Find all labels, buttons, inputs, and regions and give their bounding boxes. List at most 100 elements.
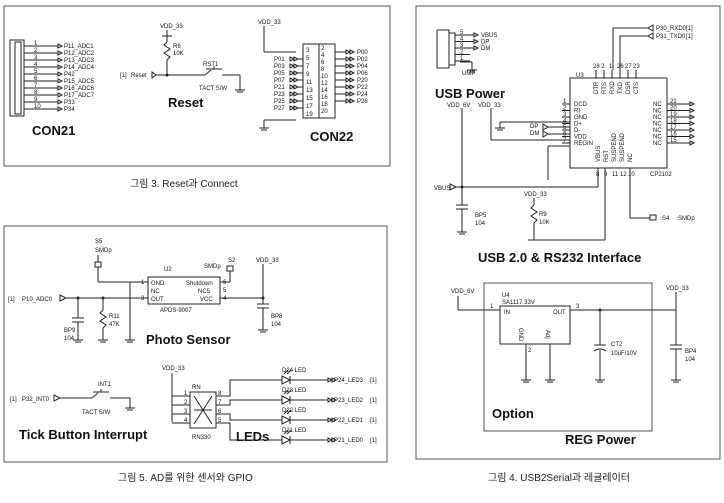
usb-pin-number: 5	[460, 30, 464, 36]
con22-left-pin-number: 11	[306, 80, 313, 86]
reg-pin-3: 3	[576, 304, 580, 310]
usb-pin-number: 1	[460, 56, 464, 62]
con22-right-pin-number: 16	[321, 95, 328, 101]
option-title: Option	[492, 406, 534, 421]
con22-left-pin-number: 19	[306, 112, 313, 118]
bp4-val: 104	[685, 357, 696, 363]
caption-fig3: 그림 3. Reset과 Connect	[130, 178, 238, 190]
bp5-val: 104	[475, 221, 486, 227]
con22-right-net: P06	[357, 71, 368, 77]
cp2102-right-pin: NC	[653, 122, 662, 128]
con22-right-net: P04	[357, 64, 368, 70]
con21-body	[9, 39, 25, 117]
con22-left-net: P25	[274, 99, 285, 105]
caption-fig5: 그림 5. AD를 위한 센서와 GPIO	[118, 471, 253, 484]
p32-index: [1]	[10, 397, 17, 403]
con21-pin-net: P15_ADC5	[64, 79, 95, 85]
reg-pin-adj: Adj	[544, 330, 550, 339]
con22-right-net: P00	[357, 50, 368, 56]
regulator-chip	[499, 305, 571, 345]
con21-pin-net: P14_ADC4	[64, 65, 95, 71]
rn-right-pin-number: 5	[218, 418, 222, 424]
p31-net: P31_TXD0	[656, 34, 686, 40]
con22-right-pin-number: 12	[321, 81, 328, 87]
con22-left-net: P21	[274, 85, 285, 91]
vbus-label: VBUS	[434, 186, 450, 192]
caption-fig4: 그림 4. USB2Serial과 레귤레이터	[488, 472, 630, 484]
rst-vdd-label: VDD_33	[524, 192, 547, 198]
cp2102-left-pin-number: 3	[563, 112, 567, 118]
cp2102-top-pin-number: 23	[633, 64, 640, 70]
cp2102-left-pin: VDD	[574, 135, 587, 141]
u2-pin-out: OUT	[151, 297, 164, 303]
r9-val: 10K	[539, 220, 550, 226]
con21-pin-net: P34	[64, 107, 75, 113]
u2-pin-num-1: 1	[141, 280, 145, 286]
cp2102-bottom-pin-number: 9	[604, 172, 608, 178]
usb-pin-number: 2	[460, 50, 464, 56]
ct2-ref: CT2	[611, 342, 623, 348]
led-net: P23_LED2	[334, 398, 364, 404]
rn-left-pin-number: 3	[184, 409, 188, 415]
con22-right-pin-number: 8	[321, 67, 325, 73]
con22-left-pin-number: 5	[306, 56, 310, 62]
s5-label: S5	[95, 239, 103, 245]
con21-pin-net: P42	[64, 72, 75, 78]
u2-ref: U2	[164, 267, 172, 273]
cp2102-left-pin: RI	[574, 109, 580, 115]
con21-title: CON21	[32, 123, 75, 138]
reg-name: SA1117 33V	[502, 300, 535, 306]
con22-right-pin-number: 4	[321, 53, 325, 59]
bp4-ref: BP4	[685, 349, 697, 355]
cp2102-right-pin-number: 15	[670, 138, 677, 144]
con22-left-pin-number: 7	[306, 64, 310, 70]
leds-vdd-label: VDD_33	[162, 366, 185, 372]
con21-pin-number: 2	[34, 48, 38, 54]
con21-pin-net: P12_ADC2	[64, 51, 95, 57]
cp2102-right-pin: NC	[653, 102, 662, 108]
con21-pin-net: P33	[64, 100, 75, 106]
cp2102-top-pin: RTS	[602, 82, 608, 94]
reg-power-frame	[483, 282, 653, 432]
con21-pin-number: 10	[34, 104, 41, 110]
u2-pin-nc5: NC5	[198, 289, 211, 295]
u2-pin-shutdown: Shutdown	[186, 281, 213, 287]
led-net: P21_LED0	[334, 438, 364, 444]
cp2102-top-pin: DSR	[626, 81, 632, 94]
bp8-val: 104	[271, 322, 282, 328]
cp2102-left-pin: GND	[574, 115, 588, 121]
p30-index: [1]	[686, 26, 693, 32]
cp2102-top-pin-number: 26	[617, 64, 624, 70]
reg-power-block: VDD_6V 1 U4 SA1117 33V IN OUT GND Adj 3 …	[451, 282, 697, 447]
cp2102-bottom-pin: SUSPEND	[612, 132, 618, 162]
dm-label: DM	[530, 131, 539, 137]
cp2102-right-pin: NC	[653, 128, 662, 134]
cp2102-top-pin-number: 28	[593, 64, 600, 70]
cp2102-bottom-pin-number: 11	[612, 172, 619, 178]
tick-button-block: [1] P32_INT0 INT1 TACT S/W Tick Button I…	[10, 382, 148, 442]
con21-pin-number: 8	[34, 90, 38, 96]
photo-sensor-title: Photo Sensor	[146, 332, 231, 347]
cp2102-left-pin-number: 7	[563, 138, 567, 144]
con22-left-net: P07	[274, 78, 285, 84]
cp2102-left-pin: REGIN	[574, 141, 593, 147]
cp2102-top-pin: TXD	[618, 81, 624, 94]
con22-vdd-label: VDD_33	[258, 20, 281, 26]
u2-pin-num-4: 4	[223, 296, 227, 302]
reg-ref: U4	[502, 293, 510, 299]
reset-switch-ref: RST1	[203, 62, 219, 68]
led-net: P22_LED1	[334, 418, 364, 424]
con22-left-net: P05	[274, 71, 285, 77]
con21-pin-number: 4	[34, 62, 38, 68]
usb-pin-number: 4	[460, 37, 464, 43]
con22-right-net: P24	[357, 92, 368, 98]
p32-net: P32_INT0	[22, 397, 50, 403]
reset-net-label: Reset	[131, 73, 147, 79]
usb-net: DM	[481, 46, 490, 52]
s2-smdp-label: SMDp	[204, 264, 221, 270]
con21-pin-number: 1	[34, 41, 38, 47]
reset-block: VDD_33 R6 10K [1] Reset RST1 TACT S/W Re…	[120, 24, 245, 110]
reset-vdd-label: VDD_33	[160, 24, 183, 30]
u2-pin-vcc: VCC	[200, 297, 213, 303]
rn-name: RN330	[192, 435, 211, 441]
